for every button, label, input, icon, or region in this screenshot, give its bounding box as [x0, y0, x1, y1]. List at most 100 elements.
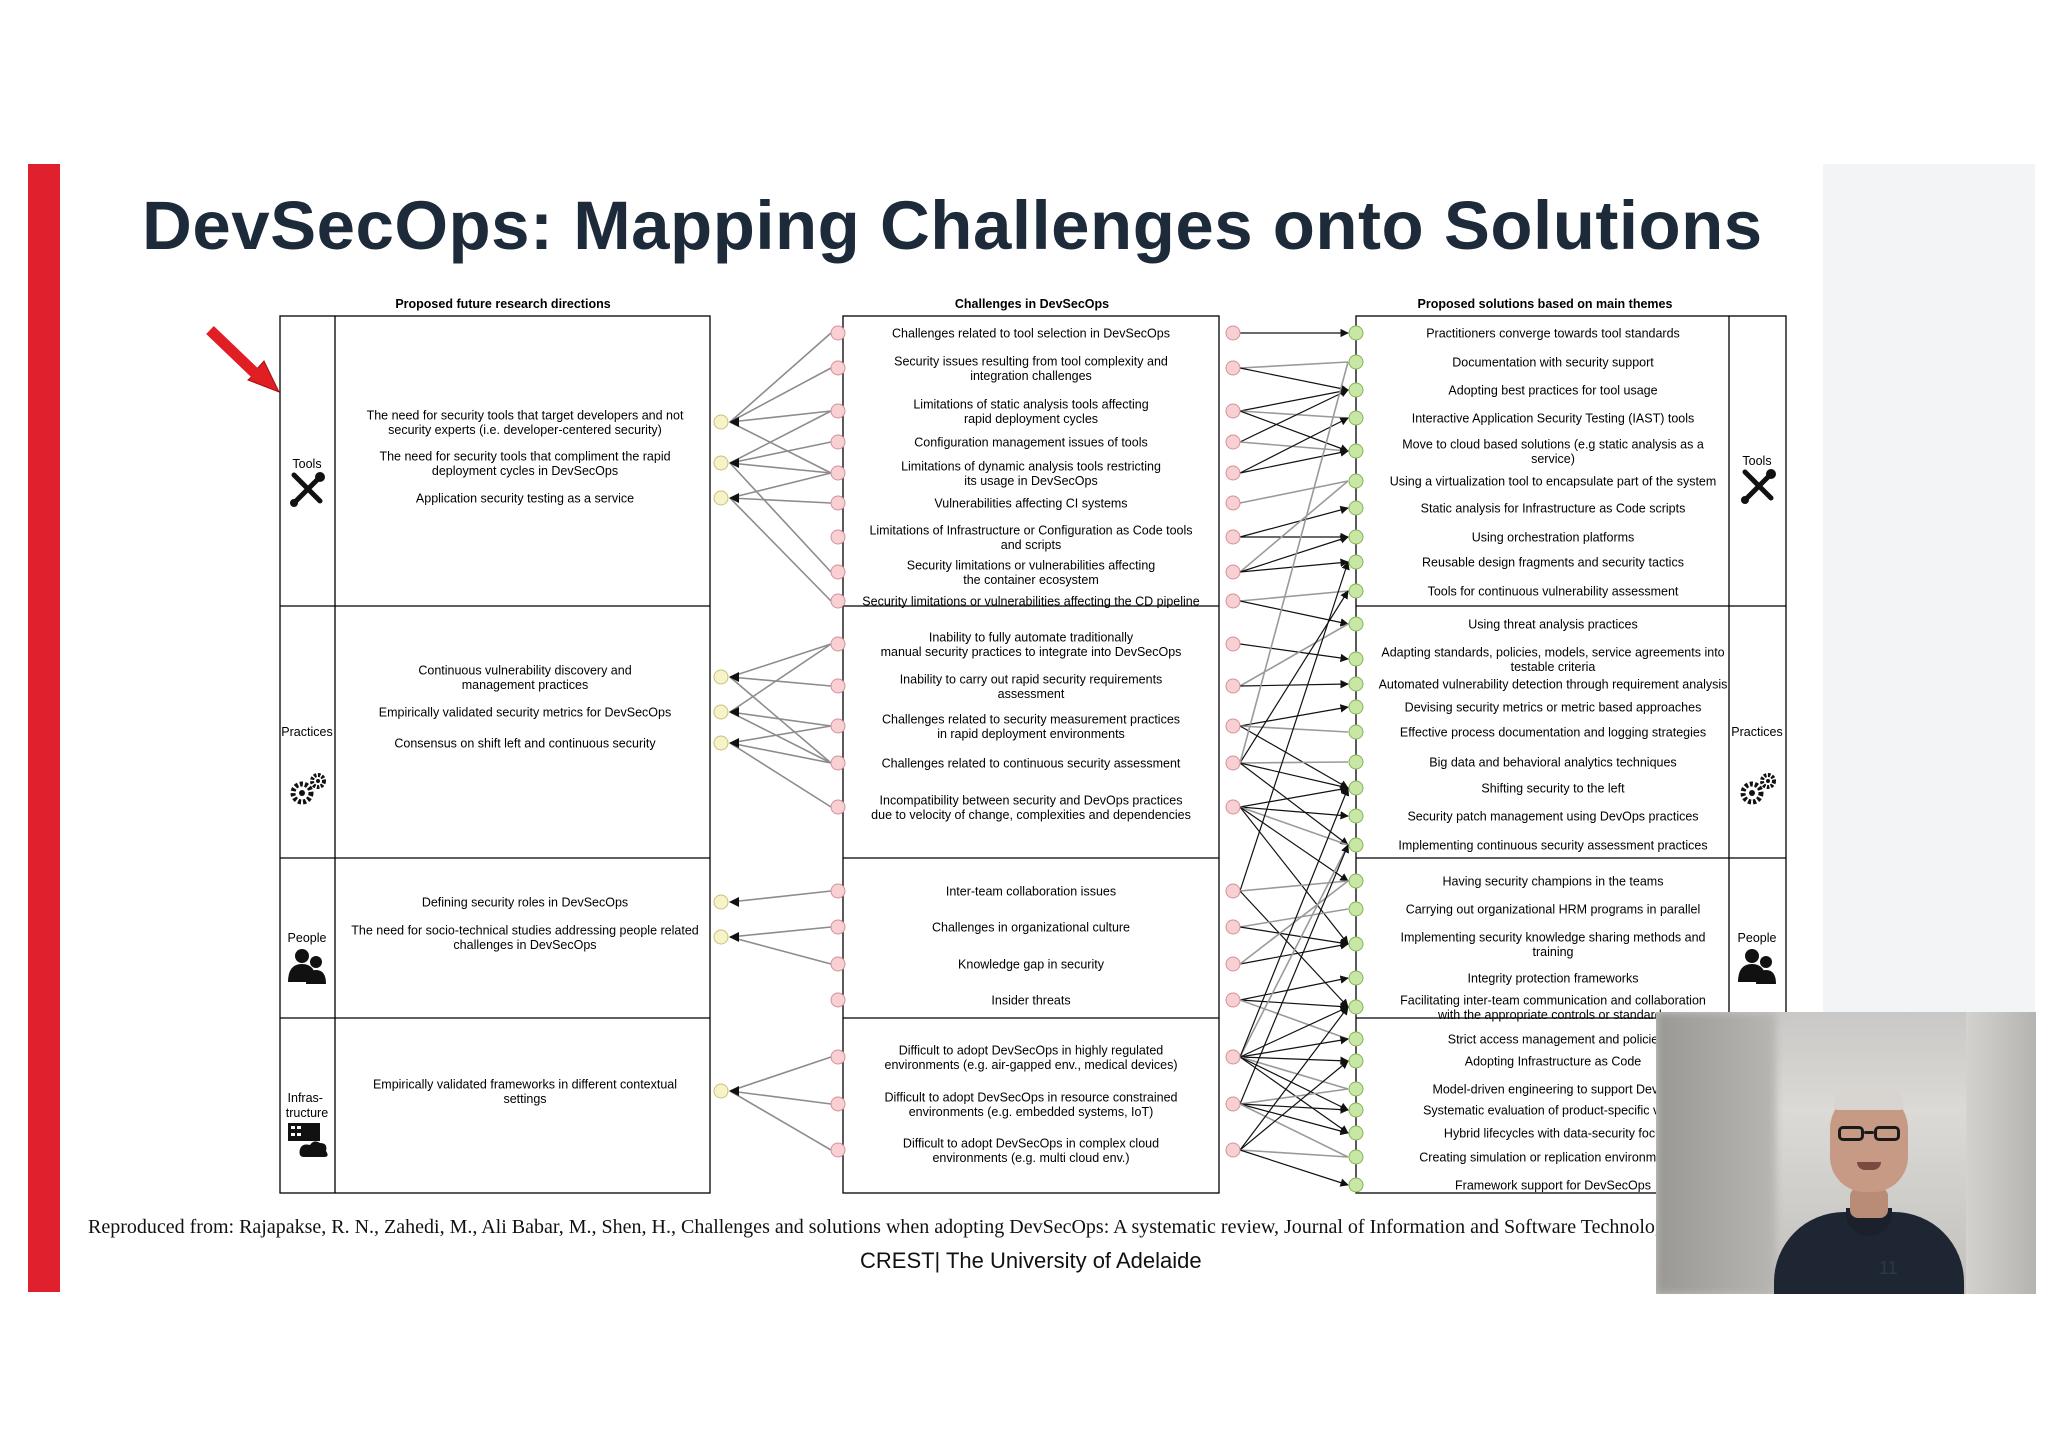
solution-item: Big data and behavioral analytics techni… [1429, 756, 1676, 770]
solution-item: Integrity protection frameworks [1468, 972, 1639, 986]
infrastructure-icon [288, 1123, 328, 1157]
solution-item-line: Adapting standards, policies, models, se… [1381, 645, 1724, 659]
solution-node [1348, 676, 1364, 692]
challenge-solution-link [1239, 361, 1349, 764]
solution-node [1348, 325, 1364, 341]
solution-item-line: Carrying out organizational HRM programs… [1406, 903, 1701, 917]
webcam-background-right [1966, 1012, 2036, 1294]
challenge-item-line: Inter-team collaboration issues [946, 885, 1116, 899]
solution-item-line: Adopting best practices for tool usage [1448, 384, 1657, 398]
solution-item-line: Automated vulnerability detection throug… [1379, 678, 1728, 692]
challenge-solution-link [1239, 1060, 1349, 1151]
research-direction-item: Empirically validated frameworks in diff… [373, 1077, 677, 1106]
solution-item: Strict access management and policie [1448, 1033, 1659, 1047]
challenge-solution-link [1239, 1103, 1349, 1114]
challenge-node-right [1225, 755, 1241, 771]
research-node [713, 455, 729, 471]
challenge-solution-link [1239, 1149, 1349, 1158]
solution-item-line: Interactive Application Security Testing… [1412, 412, 1695, 426]
category-label-practices: Practices [281, 725, 332, 739]
research-direction-item-line: Consensus on shift left and continuous s… [394, 737, 656, 751]
solution-item: Having security champions in the teams [1443, 875, 1664, 889]
red-arrow-icon [206, 326, 281, 393]
challenges-table [842, 315, 1220, 1194]
challenge-node-left [830, 718, 846, 734]
challenge-node-right [1225, 718, 1241, 734]
solution-node [1348, 1149, 1364, 1165]
challenge-research-link [729, 441, 832, 464]
challenge-item-line: Vulnerabilities affecting CI systems [934, 497, 1127, 511]
category-label-people: People [288, 931, 327, 945]
solution-item: Adopting best practices for tool usage [1448, 384, 1657, 398]
challenge-research-link [729, 332, 832, 423]
footer-institution: CREST| The University of Adelaide [860, 1248, 1202, 1273]
solution-node [1348, 651, 1364, 667]
research-arrowhead-icon [729, 738, 739, 748]
solution-item: Practitioners converge towards tool stan… [1426, 327, 1680, 341]
challenge-research-link [729, 890, 832, 903]
presenter-neck [1850, 1188, 1888, 1218]
research-direction-item-line: security experts (i.e. developer-centere… [388, 423, 662, 437]
challenge-solution-link [1239, 361, 1349, 369]
challenge-item-line: Knowledge gap in security [958, 958, 1105, 972]
research-direction-item: Empirically validated security metrics f… [379, 706, 671, 720]
solution-item-line: Shifting security to the left [1481, 782, 1625, 796]
research-node [713, 704, 729, 720]
challenge-solution-link [1239, 1056, 1349, 1090]
solution-node [1348, 780, 1364, 796]
challenge-solution-link [1239, 558, 1349, 573]
challenge-item-line: the container ecosystem [963, 573, 1099, 587]
solution-item-line: Framework support for DevSecOps [1455, 1179, 1651, 1193]
challenge-solution-link [1239, 704, 1349, 727]
challenge-node-right [1225, 919, 1241, 935]
solution-item: Move to cloud based solutions (e.g stati… [1402, 437, 1704, 466]
challenge-item: Security limitations or vulnerabilities … [907, 558, 1156, 587]
challenge-solution-link [1239, 941, 1349, 965]
challenge-item-line: Challenges in organizational culture [932, 921, 1130, 935]
challenge-node-right [1225, 799, 1241, 815]
challenge-item-line: rapid deployment cycles [964, 412, 1098, 426]
challenge-solution-link [1239, 410, 1349, 419]
challenge-solution-link [1239, 367, 1349, 393]
solution-item-line: testable criteria [1511, 660, 1596, 674]
solution-item: Adapting standards, policies, models, se… [1381, 645, 1724, 674]
solution-item: Shifting security to the left [1481, 782, 1625, 796]
challenge-node-right [1225, 434, 1241, 450]
research-node [713, 1083, 729, 1099]
solution-item-line: Static analysis for Infrastructure as Co… [1421, 502, 1686, 516]
solution-node [1348, 354, 1364, 370]
solution-item: Creating simulation or replication envir… [1419, 1151, 1687, 1165]
solution-node [1348, 837, 1364, 853]
header-research-directions: Proposed future research directions [395, 297, 610, 311]
challenge-solution-link [1239, 1056, 1349, 1111]
challenge-solution-link [1239, 1103, 1349, 1158]
challenge-solution-link [1239, 441, 1349, 452]
solution-item: Reusable design fragments and security t… [1422, 556, 1684, 570]
solution-item: Tools for continuous vulnerability asses… [1428, 585, 1679, 599]
challenge-research-link [729, 676, 832, 764]
research-direction-item-line: Continuous vulnerability discovery and [418, 663, 631, 677]
challenge-solution-link [1239, 785, 1349, 808]
header-solutions: Proposed solutions based on main themes [1418, 297, 1673, 311]
challenge-solution-link [1239, 505, 1349, 538]
research-direction-item: Application security testing as a servic… [416, 492, 634, 506]
challenge-solution-link [1239, 623, 1349, 687]
challenge-solution-link [1239, 1056, 1349, 1134]
challenge-solution-link [1239, 1006, 1349, 1058]
research-direction-item-line: settings [503, 1092, 546, 1106]
challenge-node-right [1225, 403, 1241, 419]
challenge-research-link [729, 1090, 832, 1151]
solution-item: Hybrid lifecycles with data-security foc… [1444, 1127, 1662, 1141]
research-direction-item-line: Application security testing as a servic… [416, 492, 634, 506]
challenge-solution-link [1239, 926, 1349, 947]
connection-nodes [713, 325, 1364, 1193]
challenge-node-right [1225, 678, 1241, 694]
people-icon [288, 949, 326, 984]
challenge-node-left [830, 956, 846, 972]
solution-node [1348, 529, 1364, 545]
challenge-item: Limitations of dynamic analysis tools re… [901, 459, 1161, 488]
challenge-item-line: Security issues resulting from tool comp… [894, 354, 1168, 368]
challenge-solution-link [1239, 561, 1350, 892]
challenge-solution-link [1239, 806, 1349, 846]
